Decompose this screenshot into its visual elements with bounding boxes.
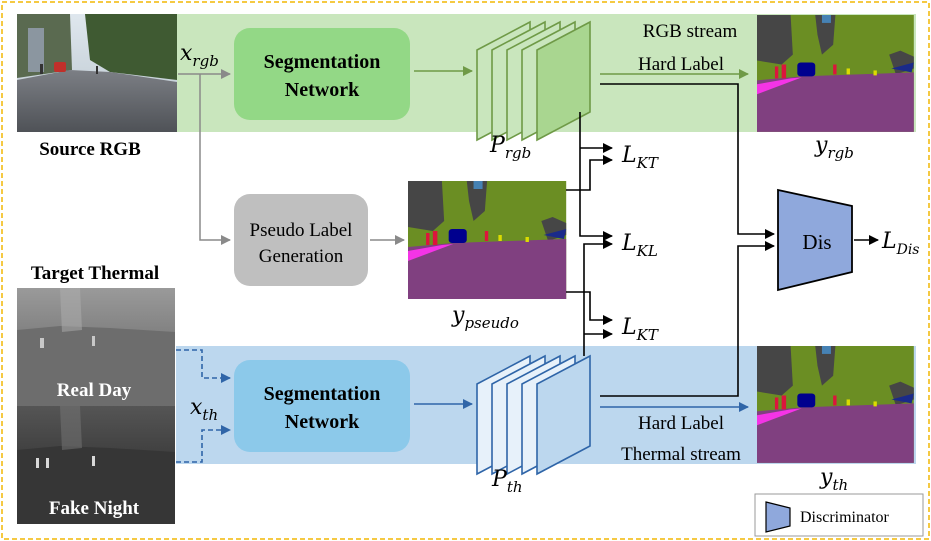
rgb-stream-label: RGB stream (643, 21, 738, 42)
pseudo-label-line1: Pseudo Label (250, 220, 353, 241)
seg-network-top (234, 28, 410, 120)
seg-network-bottom-line1: Segmentation (264, 383, 381, 405)
x-rgb-label: xrgb (180, 41, 219, 70)
y-th-segmentation-image (757, 346, 914, 463)
l-kl-label: LKL (621, 231, 658, 260)
arrows-input-gray (178, 69, 405, 245)
y-pseudo-segmentation-image (408, 181, 567, 299)
y-rgb-segmentation-image (757, 15, 914, 132)
arrows-thermal-blue (176, 349, 749, 463)
x-th-label: xth (190, 395, 218, 424)
p-th-label: Pth (491, 467, 523, 496)
l-kt-bottom-label: LKT (621, 315, 659, 344)
seg-network-bottom (234, 360, 410, 452)
fake-night-label: Fake Night (49, 498, 140, 519)
discriminator-node (777, 188, 853, 292)
legend-discriminator-label: Discriminator (800, 509, 890, 526)
hard-label-bottom: Hard Label (638, 413, 724, 434)
y-rgb-label: yrgb (814, 133, 854, 162)
target-thermal-label: Target Thermal (31, 263, 159, 284)
pseudo-label-generation (234, 194, 368, 286)
source-rgb-image (17, 14, 177, 132)
thermal-stream-label: Thermal stream (621, 444, 741, 465)
dis-label: Dis (802, 230, 831, 254)
seg-network-top-line2: Network (285, 79, 360, 101)
real-day-label: Real Day (57, 380, 132, 401)
l-kt-top-label: LKT (621, 143, 659, 172)
thermal-fake-night-image (17, 406, 175, 524)
hard-label-top: Hard Label (638, 54, 724, 75)
p-rgb-feature-stack (476, 20, 591, 142)
legend-discriminator-icon (765, 501, 791, 533)
y-pseudo-label: ypseudo (451, 303, 519, 332)
p-rgb-label: Prgb (489, 133, 531, 162)
arrows-rgb-green (414, 66, 749, 79)
arrows-losses-black (566, 83, 879, 397)
y-th-label: yth (819, 465, 848, 494)
thermal-real-day-image (17, 288, 175, 406)
seg-network-bottom-line2: Network (285, 411, 360, 433)
source-rgb-label: Source RGB (39, 139, 141, 160)
seg-network-top-line1: Segmentation (264, 51, 381, 73)
l-dis-label: LDis (881, 229, 920, 258)
p-th-feature-stack (476, 354, 591, 476)
pseudo-label-line2: Generation (259, 246, 344, 267)
